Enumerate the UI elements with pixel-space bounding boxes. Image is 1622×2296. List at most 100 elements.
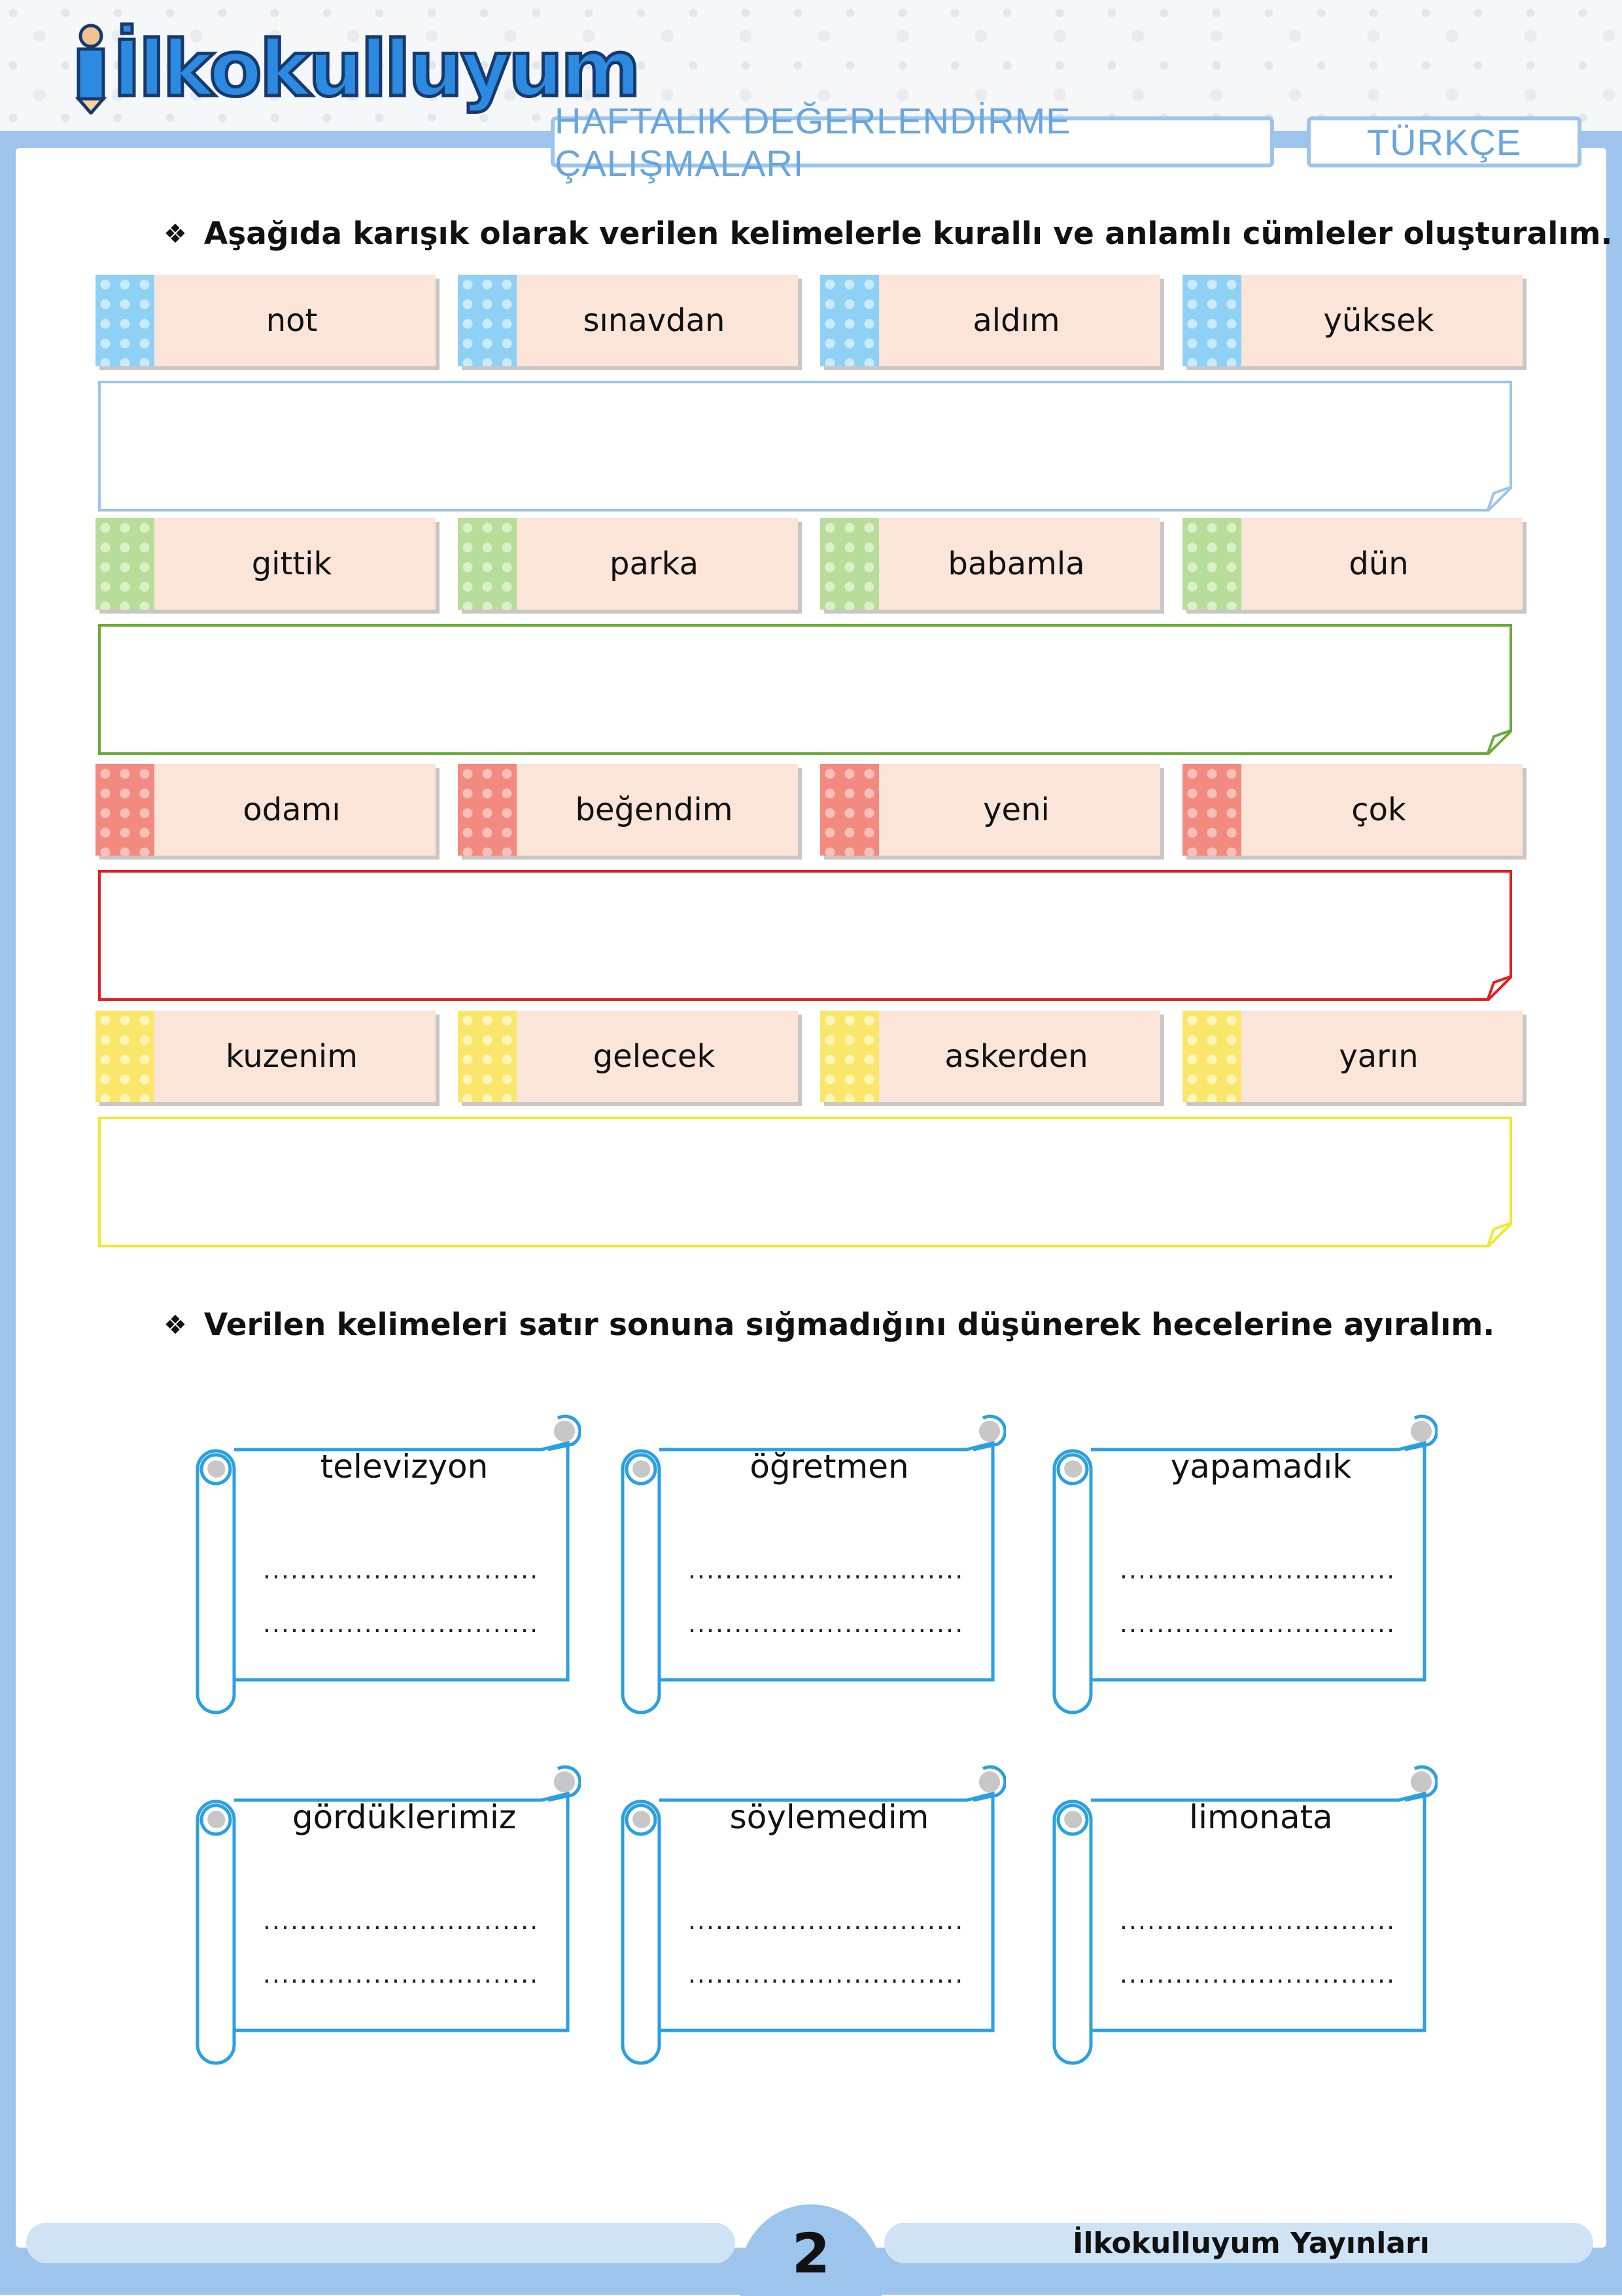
scroll-icon (621, 1414, 1006, 1714)
page-curl-icon (1486, 485, 1512, 512)
syllable-scroll: televizyon..............................… (195, 1405, 581, 1732)
answer-line[interactable]: .............................. (1119, 1960, 1396, 1989)
scroll-word: televizyon (320, 1448, 489, 1486)
instruction-2: ❖ Verilen kelimeleri satır sonuna sığmad… (164, 1307, 1494, 1343)
page-curl-icon (1486, 1221, 1512, 1247)
word-card: kuzenim (95, 1011, 436, 1102)
word-label: not (266, 302, 318, 339)
scroll-icon (1052, 1765, 1438, 2065)
answer-line[interactable]: .............................. (262, 1960, 540, 1989)
answer-line[interactable]: .............................. (1119, 1556, 1396, 1584)
word-label: aldım (973, 302, 1060, 339)
word-label: dün (1349, 546, 1409, 582)
syllable-scroll: söylemedim..............................… (620, 1756, 1006, 2083)
tape-decoration (820, 764, 879, 856)
word-card: beğendim (458, 764, 798, 856)
word-card: aldım (820, 275, 1160, 366)
tape-decoration (820, 275, 879, 366)
answer-line[interactable]: .............................. (262, 1906, 540, 1935)
bullet-icon: ❖ (164, 218, 187, 249)
syllable-scroll: gördüklerimiz...........................… (195, 1756, 581, 2083)
word-card: yarın (1182, 1011, 1523, 1102)
scroll-icon (1052, 1414, 1438, 1714)
word-label: askerden (944, 1038, 1088, 1075)
word-card: not (95, 275, 436, 366)
word-card: parka (458, 518, 798, 610)
answer-line[interactable]: .............................. (262, 1609, 540, 1638)
tape-decoration (95, 1011, 154, 1102)
word-card: babamla (820, 518, 1160, 610)
syllable-scroll: öğretmen................................… (620, 1405, 1006, 1732)
sentence-answer-box[interactable] (98, 381, 1512, 512)
footer-bar-left (26, 2223, 735, 2263)
answer-line[interactable]: .............................. (687, 1906, 965, 1935)
word-card: askerden (820, 1011, 1160, 1102)
word-label: gittik (251, 546, 332, 582)
page-curl-icon (1486, 729, 1512, 755)
word-label: odamı (243, 791, 341, 828)
answer-line[interactable]: .............................. (1119, 1609, 1396, 1638)
word-card: yeni (820, 764, 1160, 856)
answer-line[interactable]: .............................. (1119, 1906, 1396, 1935)
scroll-word: limonata (1189, 1798, 1333, 1836)
pencil-icon (72, 23, 110, 116)
word-label: beğendim (575, 791, 733, 828)
tape-decoration (458, 764, 517, 856)
tape-decoration (95, 518, 154, 610)
scroll-word: gördüklerimiz (292, 1798, 517, 1836)
tape-decoration (95, 764, 154, 856)
word-label: çok (1351, 791, 1406, 828)
tape-decoration (95, 275, 154, 366)
tape-decoration (458, 275, 517, 366)
word-card: odamı (95, 764, 436, 856)
word-label: parka (610, 546, 699, 582)
tape-decoration (820, 518, 879, 610)
word-card: gittik (95, 518, 436, 610)
sentence-answer-box[interactable] (98, 870, 1512, 1001)
logo: İlkokulluyum (72, 13, 643, 124)
word-label: babamla (948, 546, 1085, 582)
word-label: yeni (983, 791, 1050, 828)
instruction-2-text: Verilen kelimeleri satır sonuna sığmadığ… (203, 1307, 1495, 1343)
sentence-answer-box[interactable] (98, 624, 1512, 755)
bullet-icon: ❖ (164, 1310, 187, 1340)
word-label: kuzenim (226, 1038, 358, 1075)
instruction-1-text: Aşağıda karışık olarak verilen kelimeler… (203, 216, 1613, 252)
tape-decoration (1182, 764, 1241, 856)
tape-decoration (820, 1011, 879, 1102)
answer-line[interactable]: .............................. (262, 1556, 540, 1584)
syllable-scroll: limonata................................… (1052, 1756, 1438, 2083)
tape-decoration (1182, 1011, 1241, 1102)
publisher-name: İlkokulluyum Yayınları (1073, 2226, 1430, 2260)
page-curl-icon (1486, 975, 1512, 1001)
answer-line[interactable]: .............................. (687, 1609, 965, 1638)
tape-decoration (1182, 275, 1241, 366)
word-label: yüksek (1323, 302, 1434, 339)
subject-label: TÜRKÇE (1307, 116, 1581, 167)
answer-line[interactable]: .............................. (687, 1556, 965, 1584)
word-card: gelecek (458, 1011, 798, 1102)
sentence-answer-box[interactable] (98, 1117, 1512, 1247)
tape-decoration (458, 518, 517, 610)
scroll-word: yapamadık (1170, 1448, 1352, 1486)
word-card: çok (1182, 764, 1523, 856)
footer-bar-right (884, 2223, 1593, 2263)
scroll-word: öğretmen (750, 1448, 909, 1486)
word-card: yüksek (1182, 275, 1523, 366)
tape-decoration (1182, 518, 1241, 610)
word-card: sınavdan (458, 275, 798, 366)
word-card: dün (1182, 518, 1523, 610)
word-label: gelecek (593, 1038, 716, 1075)
word-label: sınavdan (583, 302, 725, 339)
scroll-icon (621, 1765, 1006, 2065)
instruction-1: ❖ Aşağıda karışık olarak verilen kelimel… (164, 216, 1612, 252)
header-pattern (0, 0, 1622, 131)
answer-line[interactable]: .............................. (687, 1960, 965, 1989)
scroll-word: söylemedim (729, 1798, 929, 1836)
worksheet-title: HAFTALIK DEĞERLENDİRME ÇALIŞMALARI (551, 100, 1274, 184)
tape-decoration (458, 1011, 517, 1102)
scroll-icon (196, 1765, 581, 2065)
scroll-icon (196, 1414, 581, 1714)
logo-text: İlkokulluyum (111, 22, 643, 116)
syllable-scroll: yapamadık...............................… (1052, 1405, 1438, 1732)
